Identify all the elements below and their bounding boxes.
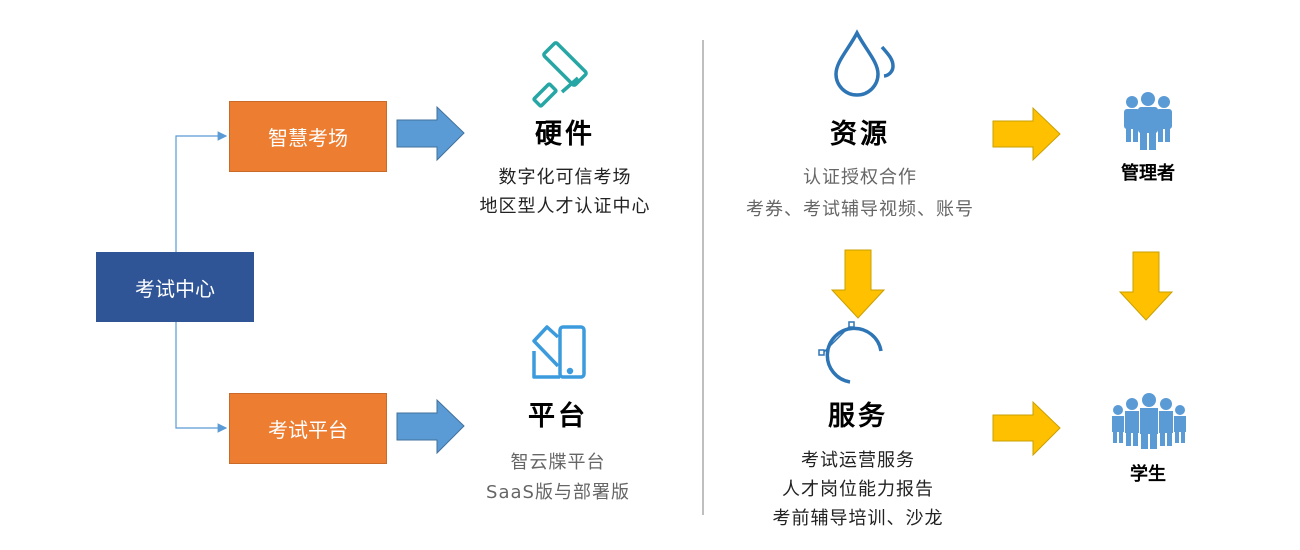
resources-title: 资源 (830, 119, 890, 150)
services-line: 考试运营服务 (801, 450, 915, 471)
hardware-title: 硬件 (535, 119, 595, 150)
smart-exam-room-box: 智慧考场 (229, 101, 387, 172)
yellow-arrow (992, 400, 1061, 457)
water-drop-icon (834, 29, 895, 97)
yellow-arrow (992, 106, 1061, 162)
managers-icon (1124, 92, 1172, 150)
connector-line (175, 322, 228, 433)
resources-line: 考券、考试辅导视频、账号 (746, 199, 974, 220)
platform-line: 智云牒平台 (510, 452, 606, 473)
swatch-icon (532, 325, 586, 379)
exam-platform-box: 考试平台 (229, 393, 387, 464)
services-line: 人才岗位能力报告 (782, 479, 934, 500)
manager-label: 管理者 (1121, 163, 1175, 184)
platform-line: SaaS版与部署版 (486, 482, 630, 503)
yellow-arrow (1118, 251, 1174, 321)
exam-center-box: 考试中心 (96, 252, 254, 322)
services-title: 服务 (828, 401, 888, 432)
resources-line: 认证授权合作 (803, 167, 917, 188)
bezier-curve-icon (818, 321, 883, 384)
services-line: 考前辅导培训、沙龙 (772, 508, 944, 529)
platform-title: 平台 (528, 401, 588, 432)
student-label: 学生 (1130, 464, 1166, 485)
connector-line (175, 131, 228, 252)
students-icon (1112, 393, 1186, 449)
hardware-line: 数字化可信考场 (498, 167, 632, 188)
blue-arrow (396, 398, 465, 455)
yellow-arrow (830, 249, 886, 319)
hardware-line: 地区型人才认证中心 (479, 196, 651, 217)
blue-arrow (396, 105, 465, 162)
paint-roller-icon (532, 41, 588, 108)
